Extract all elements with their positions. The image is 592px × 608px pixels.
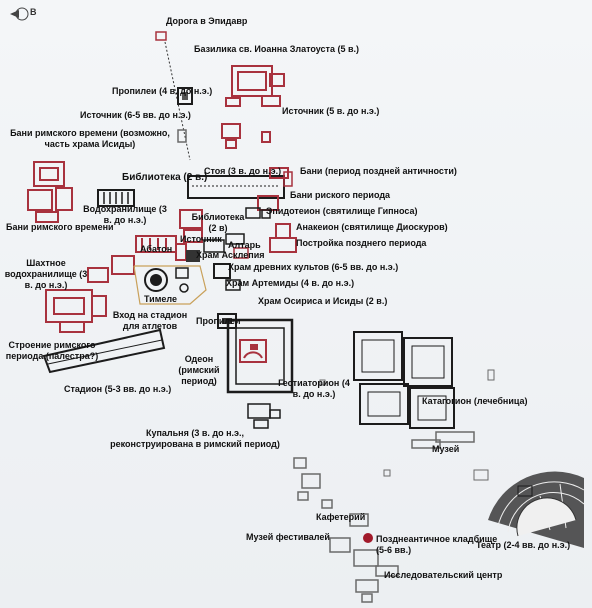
label-odeon: Одеон (римский период) <box>178 354 220 386</box>
festival-museum-building <box>329 537 399 577</box>
label-library1: Библиотека (2 в.) <box>122 172 208 183</box>
label-stadium-entrance: Вход на стадион для атлетов <box>112 310 188 331</box>
label-ancient-cults: Храм древних культов (6-5 вв. до н.э.) <box>228 262 399 272</box>
label-late-building: Постройка позднего периода <box>296 238 427 248</box>
label-asclepius: Храм Асклепия <box>196 250 265 260</box>
scattered-ruins <box>319 369 495 481</box>
spring1-ruin <box>177 129 187 143</box>
south-buildings <box>293 457 333 509</box>
palaestra-ruin <box>45 289 107 333</box>
cafeteria-building <box>349 513 369 527</box>
odeon-gymnasium-ruin <box>226 318 294 394</box>
label-spring2: Источник (5 в. до н.э.) <box>282 106 380 116</box>
label-stoa: Стоя (3 в. до н.э.) <box>204 166 282 176</box>
label-tholos: Тимеле <box>144 294 177 304</box>
compass-arrow-icon <box>10 7 29 21</box>
shaft-reservoir-ruin <box>87 255 135 283</box>
label-altar: Алтарь <box>228 240 261 250</box>
label-road: Дорога в Эпидавр <box>166 16 248 26</box>
label-research: Исследовательский центр <box>384 570 503 580</box>
label-baths-roman2: Бани риского периода <box>290 190 391 200</box>
bath-house-ruin <box>247 403 281 429</box>
label-roman-baths: Бани римского времени <box>6 222 114 232</box>
basilica-ruin <box>225 65 285 107</box>
tholos-ruin <box>144 267 189 293</box>
label-katagogion: Катагогион (лечебница) <box>422 396 528 406</box>
anakeion-ruin <box>269 223 297 253</box>
roman-baths-isis-ruin <box>27 161 73 223</box>
label-spring3: Источник <box>180 234 222 244</box>
label-library2: Библиотека (2 в) <box>191 212 245 233</box>
stadium-ruin <box>42 328 166 374</box>
compass-rose: В <box>4 6 44 22</box>
theatre-ruin <box>488 471 585 548</box>
compass-letter: В <box>30 7 37 17</box>
label-basilica: Базилика св. Иоанна Златоуста (5 в.) <box>194 44 360 54</box>
label-festival-museum: Музей фестивалей <box>246 532 330 542</box>
label-osiris: Храм Осириса и Исиды (2 в.) <box>258 296 388 306</box>
label-cafeteria: Кафетерий <box>316 512 366 522</box>
museum-building <box>411 431 475 449</box>
library1-ruin <box>97 189 135 207</box>
research-center-building <box>355 579 379 603</box>
label-theatre: Театр (2-4 вв. до н.э.) <box>476 540 571 550</box>
road-marker <box>155 31 167 41</box>
label-propylaea-north: Пропилеи (4 в. до н.э.) <box>112 86 213 96</box>
label-abaton: Абатон <box>140 244 173 254</box>
label-museum: Музей <box>432 444 460 454</box>
propylaea-north-ruin <box>177 87 193 105</box>
label-epidoteion: Эпидотеион (святилище Гипноса) <box>266 206 418 216</box>
sacred-precinct-outline <box>133 265 207 305</box>
label-palaestra: Строение римского периода (палестра?) <box>5 340 99 361</box>
label-gymnasium: Гестиаторион (4 в. до н.э.) <box>278 378 350 399</box>
label-spring1: Источник (6-5 вв. до н.э.) <box>80 110 191 120</box>
cemetery-marker <box>363 533 373 543</box>
label-cemetery: Позднеантичное кладбище (5-6 вв.) <box>376 534 498 555</box>
epidoteion-ruin <box>245 207 271 219</box>
label-roman-baths-isis: Бани римского времени (возможно, часть х… <box>10 128 170 149</box>
label-artemis: Храм Артемиды (4 в. до н.э.) <box>226 278 355 288</box>
label-stadium: Стадион (5-3 вв. до н.э.) <box>64 384 172 394</box>
abaton-ruin <box>135 235 177 253</box>
katagogion-ruin <box>353 331 455 429</box>
label-propylaea-south: Пропилеи <box>196 316 241 326</box>
label-anakeion: Анакеион (святилище Диоскуров) <box>296 222 448 232</box>
label-bath-house: Купальня (3 в. до н.э., реконструирована… <box>110 428 280 449</box>
label-water-reservoir: Водохранилище (3 в. до н.э.) <box>83 204 167 225</box>
label-shaft-reservoir: Шахтное водохранилище (3 в. до н.э.) <box>4 258 88 290</box>
label-baths-late: Бани (период поздней античности) <box>300 166 457 176</box>
spring2-ruin <box>221 123 271 149</box>
